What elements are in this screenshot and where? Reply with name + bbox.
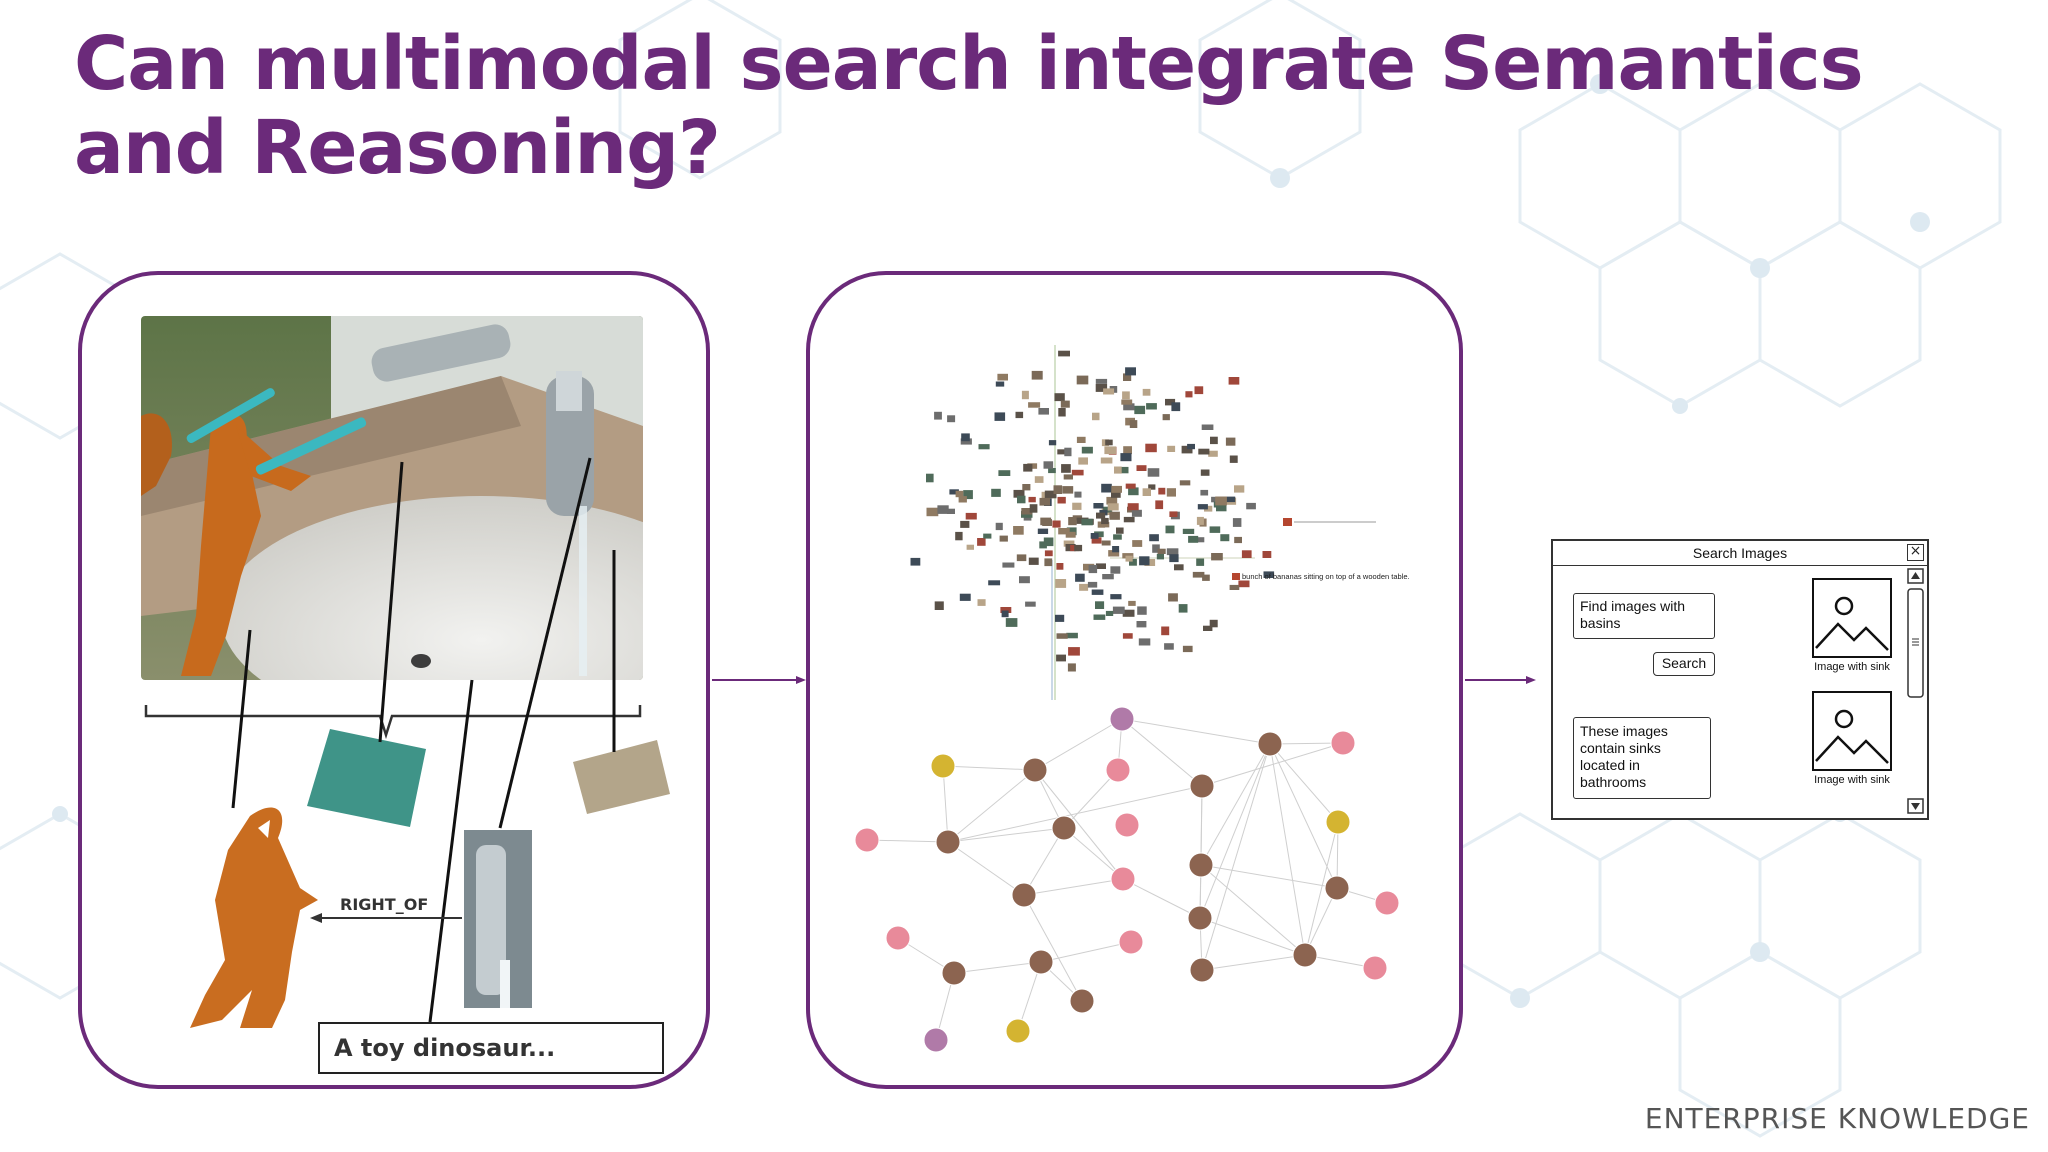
slide-title: Can multimodal search integrate Semantic… bbox=[74, 22, 1974, 190]
relation-label: RIGHT_OF bbox=[340, 895, 428, 914]
search-query-input[interactable]: Find images with basins bbox=[1573, 593, 1715, 639]
image-placeholder-icon bbox=[1814, 580, 1890, 656]
scroll-up-icon bbox=[1911, 572, 1920, 579]
embedding-graph-panel bbox=[806, 271, 1463, 1089]
image-placeholder-icon bbox=[1814, 693, 1890, 769]
search-window-title: Search Images bbox=[1553, 541, 1927, 566]
result-caption-1: Image with sink bbox=[1797, 661, 1907, 673]
scrollbar[interactable] bbox=[1907, 567, 1924, 817]
result-image-2[interactable] bbox=[1812, 691, 1892, 771]
scroll-down-icon bbox=[1911, 803, 1920, 810]
result-image-1[interactable] bbox=[1812, 578, 1892, 658]
close-button[interactable]: × bbox=[1907, 544, 1924, 561]
search-window: Search Images × Find images with basins … bbox=[1551, 539, 1929, 820]
result-caption-2: Image with sink bbox=[1797, 774, 1907, 786]
answer-text-box: These images contain sinks located in ba… bbox=[1573, 717, 1711, 799]
scroll-thumb bbox=[1908, 589, 1923, 697]
footer-brand: ENTERPRISE KNOWLEDGE bbox=[1620, 1102, 2030, 1135]
caption-box: A toy dinosaur... bbox=[318, 1022, 664, 1074]
bathroom-photo bbox=[141, 316, 643, 680]
search-button[interactable]: Search bbox=[1653, 652, 1715, 676]
